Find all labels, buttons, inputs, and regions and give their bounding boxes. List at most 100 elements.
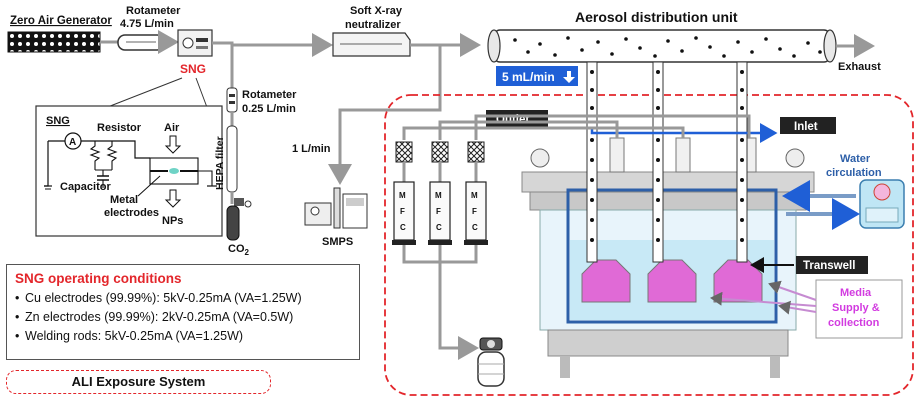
sng-conditions-box: SNG operating conditions •Cu electrodes … <box>6 264 360 360</box>
nps-label: NPs <box>162 215 183 227</box>
condition-item-welding: •Welding rods: 5kV-0.25mA (VA=1.25W) <box>15 327 351 346</box>
transwell-insert-3 <box>713 259 763 303</box>
neutralizer-label-1: Soft X-ray <box>350 5 403 17</box>
exposure-chamber-region <box>384 94 914 396</box>
inlet-tag: Inlet <box>780 117 836 134</box>
aerosol-distribution-tube <box>487 29 837 63</box>
filter-icon-2 <box>431 141 449 163</box>
pump-tank-icon <box>477 351 505 387</box>
arrow-down-icon <box>563 71 575 83</box>
svg-text:M: M <box>471 191 478 200</box>
exhaust-label: Exhaust <box>838 61 881 73</box>
sng-label: SNG <box>180 62 206 76</box>
svg-text:F: F <box>400 207 405 216</box>
svg-text:C: C <box>436 223 442 232</box>
mfc-unit-2: M F C <box>428 181 452 245</box>
vacuum-pump <box>477 337 505 387</box>
ali-chamber <box>521 137 815 378</box>
resistor-icon-2 <box>106 141 118 170</box>
ali-exposure-legend: ALI Exposure System <box>6 370 271 394</box>
air-label: Air <box>164 122 180 134</box>
filter-icon-3 <box>467 141 485 163</box>
svg-text:F: F <box>472 207 477 216</box>
svg-text:M: M <box>399 191 406 200</box>
svg-text:C: C <box>400 223 406 232</box>
mfc-unit-1: M F C <box>392 181 416 245</box>
co2-label: CO2 <box>228 243 250 257</box>
rotameter-top-label: Rotameter <box>126 5 181 17</box>
resistor-label: Resistor <box>97 122 142 134</box>
condition-item-cu: •Cu electrodes (99.99%): 5kV-0.25mA (VA=… <box>15 289 351 308</box>
thermostat-gauge-icon <box>873 183 891 201</box>
rotameter-top-flow: 4.75 L/min <box>120 18 174 30</box>
aerosol-particles <box>513 36 822 58</box>
nps-arrow-icon <box>164 189 182 208</box>
air-arrow-icon <box>164 135 182 154</box>
svg-text:F: F <box>436 207 441 216</box>
water-circulation-label-2: circulation <box>826 167 882 179</box>
sng-conditions-title: SNG operating conditions <box>15 271 182 286</box>
mfc-filters <box>395 141 485 182</box>
mfc-unit-3: M F C <box>464 181 488 245</box>
ammeter-label: A <box>69 137 76 148</box>
inlet-label: Inlet <box>794 121 818 133</box>
media-label-1: Media <box>840 287 872 299</box>
hepa-filter: HEPA filter <box>214 125 238 193</box>
condition-item-zn: •Zn electrodes (99.99%): 2kV-0.25mA (VA=… <box>15 308 351 327</box>
aerosol-down-tubes <box>586 61 748 263</box>
rotameter-mid-flow: 0.25 L/min <box>242 103 296 115</box>
distribution-tube-icon <box>493 29 831 63</box>
transwell-inserts <box>581 259 763 303</box>
water-circulator <box>859 179 905 229</box>
sng-device: SNG <box>177 29 213 76</box>
aerosol-unit-title: Aerosol distribution unit <box>575 9 738 25</box>
bullet-icon: • <box>15 310 20 324</box>
bullet-icon: • <box>15 329 20 343</box>
svg-text:C: C <box>472 223 478 232</box>
resistor-icon <box>89 141 101 170</box>
zero-air-filter-icon <box>7 31 101 53</box>
pipe-to-neutralizer <box>212 33 333 57</box>
outlet-tag: Outlet <box>486 110 548 127</box>
spark-icon <box>169 168 179 174</box>
bullet-icon: • <box>15 291 20 305</box>
rotameter-mid-icon <box>226 87 238 113</box>
transwell-tag: Transwell <box>796 256 868 274</box>
co2-tank-icon <box>226 205 240 241</box>
metal-electrodes-label-1: Metal <box>110 194 138 206</box>
filter-icon-1 <box>395 141 413 163</box>
rotameter-mid: Rotameter 0.25 L/min <box>226 87 297 115</box>
neutralizer-label-2: neutralizer <box>345 19 401 31</box>
flow-5ml-badge: 5 mL/min <box>496 66 578 86</box>
flow-1l-label: 1 L/min <box>292 143 331 155</box>
smps: SMPS <box>304 187 368 248</box>
flow-5ml-label: 5 mL/min <box>502 70 555 84</box>
co2-tank: CO2 <box>226 198 252 257</box>
soft-xray-neutralizer: Soft X-ray neutralizer <box>332 5 411 57</box>
transwell-insert-1 <box>581 259 631 303</box>
outlet-pipe <box>438 120 619 140</box>
rotameter-mid-label: Rotameter <box>242 89 297 101</box>
sng-inset: SNG A Resistor Capacitor Air Metal elect… <box>35 105 223 237</box>
blue-frame <box>566 188 778 324</box>
hepa-label: HEPA filter <box>214 136 226 190</box>
capacitor-label: Capacitor <box>60 181 111 193</box>
transwell-label: Transwell <box>803 260 855 272</box>
media-label-2: Supply & <box>832 302 880 314</box>
media-label-3: collection <box>828 317 880 329</box>
sng-inset-title: SNG <box>46 115 70 127</box>
ali-exposure-label: ALI Exposure System <box>71 374 206 389</box>
smps-label: SMPS <box>322 236 353 248</box>
transwell-insert-2 <box>647 259 697 303</box>
svg-text:M: M <box>435 191 442 200</box>
water-circulation-label-1: Water <box>840 153 871 165</box>
zero-air-generator: Zero Air Generator <box>7 15 112 53</box>
pipe-to-smps <box>328 45 442 185</box>
media-supply-box: Media Supply & collection <box>815 279 903 339</box>
pipe-to-pump <box>438 262 479 360</box>
hepa-filter-icon <box>226 125 238 193</box>
metal-electrodes-label-2: electrodes <box>104 207 159 219</box>
inlet-flow-line <box>590 123 778 143</box>
